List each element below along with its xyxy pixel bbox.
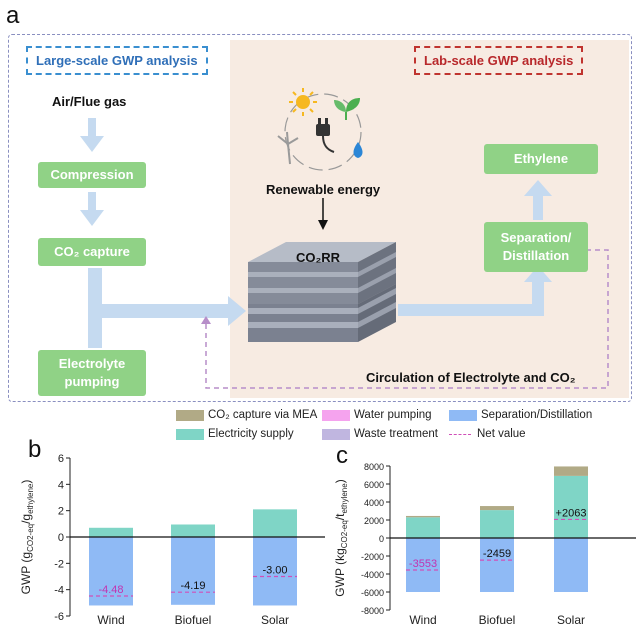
net-value-label: -2459 <box>483 548 511 560</box>
legend-co2-capture: CO₂ capture via MEA <box>176 409 317 421</box>
legend-swatch <box>176 409 204 421</box>
electrolyte-pumping-line2: pumping <box>64 374 120 389</box>
separation-distillation-box: Separation/ Distillation <box>484 222 588 272</box>
y-tick-label: 6 <box>58 453 64 465</box>
y-axis-label: GWP (kgCO2-eq/tethylene) <box>333 479 349 596</box>
y-tick-label: 4000 <box>364 498 384 508</box>
compression-box: Compression <box>38 162 146 188</box>
y-tick-label: -6 <box>54 611 64 623</box>
y-tick-label: -2 <box>54 558 64 570</box>
bar-segment <box>406 515 440 518</box>
legend-label: CO₂ capture via MEA <box>208 409 318 421</box>
legend-label: Separation/Distillation <box>481 409 593 421</box>
net-value-label: -3553 <box>409 558 437 570</box>
wind-turbine-icon <box>277 131 299 165</box>
electrolyte-pumping-line1: Electrolyte <box>58 356 126 371</box>
legend-swatch <box>176 428 204 440</box>
bar-segment <box>253 537 297 606</box>
separation-line2: Distillation <box>502 248 570 263</box>
bar-segment <box>406 538 440 592</box>
bar-segment <box>554 538 588 592</box>
sun-icon <box>289 88 317 116</box>
air-flue-gas-label: Air/Flue gas <box>52 94 127 109</box>
bar-segment <box>480 510 514 538</box>
legend-swatch <box>322 428 350 440</box>
renewable-energy-label: Renewable energy <box>266 182 381 197</box>
y-tick-label: -2000 <box>361 552 384 562</box>
legend-swatch <box>449 409 477 421</box>
legend-label: Electricity supply <box>208 428 294 440</box>
net-value-label: -4.48 <box>98 584 123 596</box>
schematic-arrows <box>80 93 609 389</box>
bar-segment <box>89 537 133 606</box>
y-tick-label: -8000 <box>361 606 384 616</box>
bar-segment <box>554 466 588 476</box>
legend-waste-treatment: Waste treatment <box>322 428 438 440</box>
x-category-label: Solar <box>261 613 289 627</box>
legend-net-value: Net value <box>449 428 526 440</box>
ethylene-box: Ethylene <box>484 144 598 174</box>
legend-label: Net value <box>477 428 526 440</box>
y-tick-label: 0 <box>379 534 384 544</box>
bar-segment <box>406 517 440 538</box>
legend-swatch-dashed <box>449 433 471 435</box>
bar-segment <box>480 538 514 592</box>
bar-segment <box>253 509 297 537</box>
legend-swatch <box>322 409 350 421</box>
electrolyte-pumping-box: Electrolyte pumping <box>38 350 146 396</box>
co2rr-label: CO₂RR <box>296 250 341 265</box>
y-tick-label: 2000 <box>364 516 384 526</box>
legend-separation: Separation/Distillation <box>449 409 592 421</box>
bar-segment <box>480 506 514 511</box>
y-tick-label: 4 <box>58 479 64 491</box>
co2rr-reactor-stack <box>248 242 396 342</box>
co2-capture-box: CO₂ capture <box>38 238 146 266</box>
x-category-label: Solar <box>557 613 585 627</box>
x-category-label: Wind <box>409 613 436 627</box>
y-tick-label: -6000 <box>361 588 384 598</box>
circulation-label: Circulation of Electrolyte and CO₂ <box>366 370 576 385</box>
panel-a-letter: a <box>6 2 20 29</box>
y-tick-label: 2 <box>58 506 64 518</box>
schematic-frame <box>8 34 632 402</box>
leaf-icon <box>334 98 360 120</box>
large-scale-gwp-label: Large-scale GWP analysis <box>26 46 208 75</box>
plug-icon <box>316 118 335 153</box>
legend-water-pumping: Water pumping <box>322 409 432 421</box>
y-tick-label: -4000 <box>361 570 384 580</box>
net-value-label: -4.19 <box>180 580 205 592</box>
bar-segment <box>554 475 588 538</box>
y-tick-label: 0 <box>58 532 64 544</box>
legend-label: Water pumping <box>354 409 432 421</box>
x-category-label: Biofuel <box>479 613 516 627</box>
y-tick-label: -4 <box>54 585 64 597</box>
net-value-label: +2063 <box>556 507 587 519</box>
panel-c-letter: c <box>336 442 348 469</box>
bar-segment <box>171 537 215 605</box>
legend-label: Waste treatment <box>354 428 438 440</box>
bar-segment <box>89 527 133 537</box>
legend-electricity: Electricity supply <box>176 428 294 440</box>
y-tick-label: 6000 <box>364 480 384 490</box>
x-category-label: Biofuel <box>175 613 212 627</box>
water-drop-icon <box>353 142 363 158</box>
renewable-energy-icons <box>277 88 363 165</box>
separation-line1: Separation/ <box>500 230 572 245</box>
lab-scale-gwp-label: Lab-scale GWP analysis <box>414 46 584 75</box>
bar-segment <box>171 524 215 537</box>
y-tick-label: 8000 <box>364 462 384 472</box>
net-value-label: -3.00 <box>262 565 287 577</box>
chart-c: -8000 -6000 -4000 -2000 0 2000 4000 6000 8000GWP… <box>333 462 636 627</box>
x-category-label: Wind <box>97 613 124 627</box>
panel-b-letter: b <box>28 436 42 463</box>
y-axis-label: GWP (gCO2-eq/gethylene) <box>20 480 35 595</box>
